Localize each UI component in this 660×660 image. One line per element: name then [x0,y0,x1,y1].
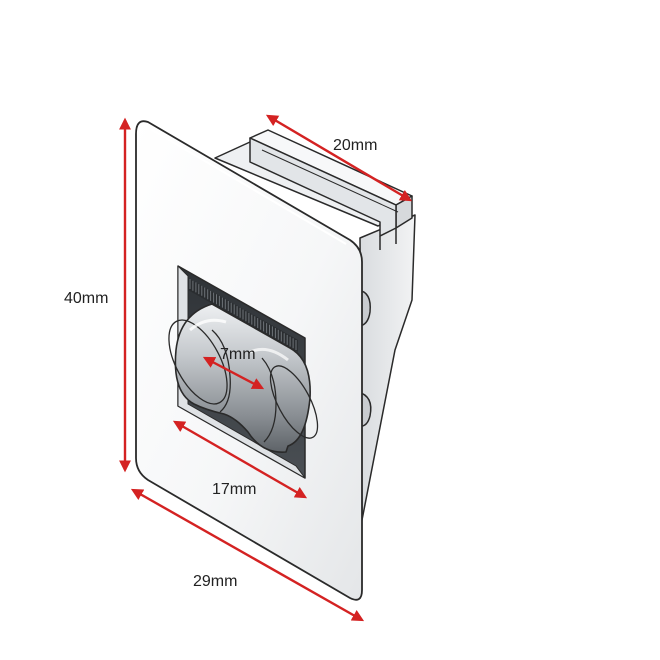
dimension-clamp-gap: 7mm [202,346,265,390]
dimension-arrow-clamp-gap [202,356,265,390]
dimension-width: 29mm [130,488,365,622]
dimension-arrow-opening-width [172,420,308,499]
dimension-label-clamp-gap: 7mm [220,346,256,363]
dimension-label-height: 40mm [64,290,108,307]
dimension-arrow-depth [265,114,413,202]
dimension-label-opening-width: 17mm [212,481,256,498]
dimension-depth: 20mm [265,114,413,202]
bristle-strip [188,278,298,352]
dimension-height: 40mm [64,117,131,473]
dimension-label-depth: 20mm [333,137,377,154]
dimension-label-width: 29mm [193,573,237,590]
dimension-arrow-width [130,488,365,622]
